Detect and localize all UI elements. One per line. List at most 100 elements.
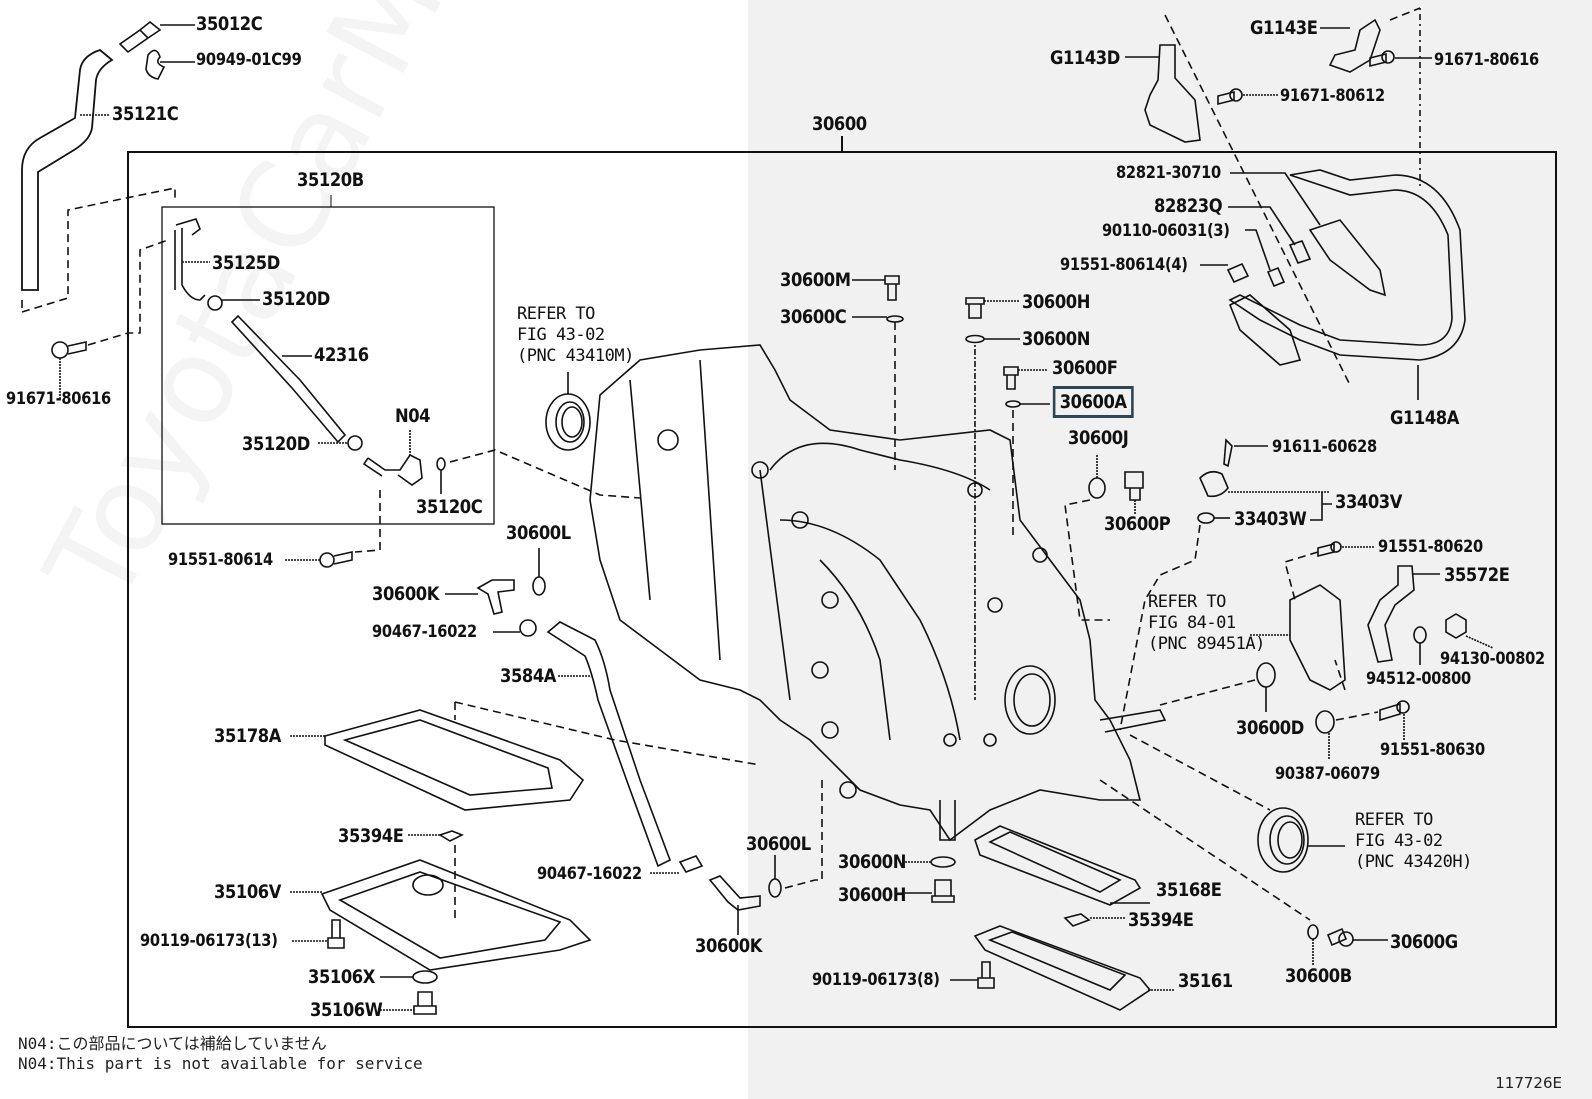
nut-94130-00802 — [1445, 613, 1467, 639]
part-label-35120D-bot[interactable]: 35120D — [242, 433, 310, 455]
part-label-91551-80614-4[interactable]: 91551-80614(4) — [1060, 255, 1188, 275]
part-label-35106X[interactable]: 35106X — [308, 966, 375, 988]
part-label-30600N-bot[interactable]: 30600N — [838, 851, 906, 873]
part-label-91551-80620[interactable]: 91551-80620 — [1378, 537, 1483, 557]
background-panel — [748, 0, 1592, 1099]
gasket-30600C — [886, 315, 904, 323]
part-label-30600L-top[interactable]: 30600L — [506, 522, 571, 544]
reference-43410M[interactable]: REFER TO FIG 43-02 (PNC 43410M) — [517, 304, 634, 366]
part-label-90467-16022-top[interactable]: 90467-16022 — [372, 622, 477, 642]
oil-seal-43420H — [1257, 807, 1309, 873]
part-label-35106W[interactable]: 35106W — [310, 999, 383, 1021]
part-label-G1148A[interactable]: G1148A — [1390, 407, 1459, 429]
plug-30600M — [884, 275, 900, 301]
part-label-35120C[interactable]: 35120C — [416, 496, 483, 518]
bolt-91551-80614 — [319, 552, 335, 568]
connector-82823Q — [1288, 240, 1312, 264]
reference-43420H[interactable]: REFER TO FIG 43-02 (PNC 43420H) — [1355, 810, 1472, 872]
part-label-91611-60628[interactable]: 91611-60628 — [1272, 437, 1377, 457]
part-label-30600H-bot[interactable]: 30600H — [838, 884, 906, 906]
part-label-30600B[interactable]: 30600B — [1285, 965, 1352, 987]
bolt-91551-80630 — [1379, 702, 1401, 722]
bolt-91551-80614-4 — [1226, 262, 1250, 284]
clamp-35120D-top — [207, 295, 223, 311]
part-label-35106V[interactable]: 35106V — [214, 881, 281, 903]
part-label-30600M[interactable]: 30600M — [780, 269, 851, 291]
gasket-35168E — [974, 825, 1142, 906]
pad-35394E-left — [438, 830, 464, 842]
oring-30600L-top — [532, 576, 546, 596]
part-label-42316[interactable]: 42316 — [314, 344, 369, 366]
part-label-30600F[interactable]: 30600F — [1052, 357, 1118, 379]
part-label-30600A-highlighted[interactable]: 30600A — [1052, 386, 1134, 418]
part-label-35168E[interactable]: 35168E — [1156, 879, 1222, 901]
union-30600K-bot — [708, 875, 761, 911]
gasket-30600N-bot — [930, 856, 956, 868]
part-label-35572E[interactable]: 35572E — [1444, 564, 1510, 586]
part-label-94130-00802[interactable]: 94130-00802 — [1440, 649, 1545, 669]
part-label-91551-80614[interactable]: 91551-80614 — [168, 550, 273, 570]
part-label-G1143D[interactable]: G1143D — [1050, 47, 1120, 69]
part-label-94512-00800[interactable]: 94512-00800 — [1366, 669, 1471, 689]
part-label-82821-30710[interactable]: 82821-30710 — [1116, 163, 1221, 183]
bushing-90387-06079 — [1315, 710, 1335, 734]
plug-30600H-bot — [931, 879, 955, 903]
bolt-91611-60628 — [1223, 438, 1233, 468]
part-label-G1143E[interactable]: G1143E — [1250, 17, 1318, 39]
bolt-30600F — [1003, 366, 1019, 390]
gasket-30600B — [1307, 924, 1319, 940]
lever-35572E — [1367, 565, 1415, 663]
part-label-30600[interactable]: 30600 — [812, 113, 867, 135]
part-label-3584A[interactable]: 3584A — [500, 665, 556, 687]
bolt-90119-06173-13 — [327, 919, 345, 949]
footnote-english: N04:This part is not available for servi… — [18, 1054, 423, 1073]
part-label-30600P[interactable]: 30600P — [1104, 513, 1171, 535]
connector-G1148A-end — [1228, 294, 1302, 366]
part-label-33403V[interactable]: 33403V — [1335, 491, 1402, 513]
hose-42316 — [230, 314, 347, 444]
part-label-90119-06173-13[interactable]: 90119-06173(13) — [140, 931, 278, 951]
part-label-30600C[interactable]: 30600C — [780, 306, 847, 328]
part-label-90119-06173-8[interactable]: 90119-06173(8) — [812, 970, 940, 990]
part-label-30600D[interactable]: 30600D — [1236, 717, 1304, 739]
sensor-33403V — [1199, 470, 1229, 498]
union-30600K-top — [476, 579, 515, 615]
part-label-82823Q[interactable]: 82823Q — [1154, 195, 1223, 217]
bolt-90110-06031 — [1266, 266, 1286, 288]
part-label-30600N-top[interactable]: 30600N — [1022, 328, 1090, 350]
part-label-30600H-top[interactable]: 30600H — [1022, 291, 1090, 313]
part-label-35161[interactable]: 35161 — [1178, 970, 1233, 992]
part-label-35120D-top[interactable]: 35120D — [262, 288, 330, 310]
hose-3584A — [546, 621, 672, 868]
drain-plug-35106W — [413, 991, 437, 1015]
seal-30600D — [1256, 662, 1276, 688]
footnote-japanese: N04:この部品については補給していません — [18, 1034, 327, 1053]
bracket-G1143E — [1328, 18, 1381, 73]
part-label-90467-16022-bot[interactable]: 90467-16022 — [537, 864, 642, 884]
part-label-35125D[interactable]: 35125D — [212, 252, 280, 274]
part-label-91671-80616-right[interactable]: 91671-80616 — [1434, 50, 1539, 70]
part-label-30600J[interactable]: 30600J — [1068, 427, 1129, 449]
oil-pan-35106V — [320, 859, 592, 971]
part-label-35394E-right[interactable]: 35394E — [1128, 909, 1194, 931]
part-label-30600L-bot[interactable]: 30600L — [746, 833, 811, 855]
part-label-35120B[interactable]: 35120B — [297, 169, 364, 191]
part-label-30600K-top[interactable]: 30600K — [372, 583, 439, 605]
part-label-91551-80630[interactable]: 91551-80630 — [1380, 740, 1485, 760]
part-label-33403W[interactable]: 33403W — [1234, 508, 1307, 530]
reference-89451A[interactable]: REFER TO FIG 84-01 (PNC 89451A) — [1148, 592, 1265, 654]
part-label-30600K-bot[interactable]: 30600K — [695, 935, 762, 957]
part-label-35178A[interactable]: 35178A — [214, 725, 281, 747]
part-label-35012C[interactable]: 35012C — [196, 13, 263, 35]
part-label-35394E-left[interactable]: 35394E — [338, 825, 404, 847]
part-label-90387-06079[interactable]: 90387-06079 — [1275, 764, 1380, 784]
pipe-N04 — [362, 453, 423, 486]
gasket-30600N-top — [965, 334, 985, 344]
part-label-35121C[interactable]: 35121C — [112, 103, 179, 125]
part-label-90110-06031-3[interactable]: 90110-06031(3) — [1102, 221, 1230, 241]
part-label-91671-80616-left[interactable]: 91671-80616 — [6, 389, 111, 409]
part-label-90949-01C99[interactable]: 90949-01C99 — [196, 50, 302, 70]
part-label-N04[interactable]: N04 — [395, 405, 431, 427]
part-label-91671-80612[interactable]: 91671-80612 — [1280, 86, 1385, 106]
part-label-30600G[interactable]: 30600G — [1390, 931, 1458, 953]
